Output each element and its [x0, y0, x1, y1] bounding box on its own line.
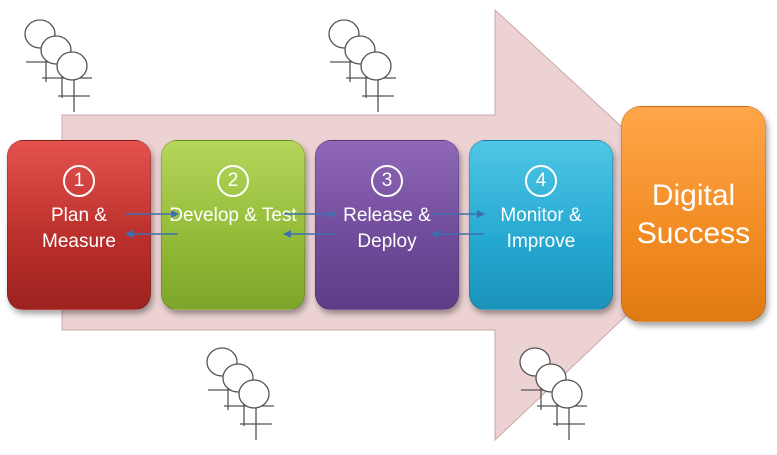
- stage-label: Plan & Measure: [42, 205, 116, 252]
- people-group-icon: [206, 347, 274, 440]
- stage-plan-measure: 1 Plan & Measure: [7, 140, 151, 310]
- people-group-icon: [24, 19, 92, 112]
- goal-label: Digital Success: [636, 179, 751, 250]
- stage-label: Develop & Test: [169, 205, 297, 226]
- stage-release-deploy: 3 Release & Deploy: [315, 140, 459, 310]
- stage-label: Release & Deploy: [343, 205, 431, 252]
- people-group-icon: [519, 347, 587, 440]
- goal-digital-success: Digital Success: [621, 106, 766, 322]
- stage-label: Monitor & Improve: [500, 205, 582, 252]
- step-number-badge: 1: [63, 165, 95, 197]
- stage-monitor-improve: 4 Monitor & Improve: [469, 140, 613, 310]
- step-number-badge: 3: [371, 165, 403, 197]
- step-number-badge: 2: [217, 165, 249, 197]
- stage-develop-test: 2 Develop & Test: [161, 140, 305, 310]
- people-group-icon: [328, 19, 396, 112]
- step-number-badge: 4: [525, 165, 557, 197]
